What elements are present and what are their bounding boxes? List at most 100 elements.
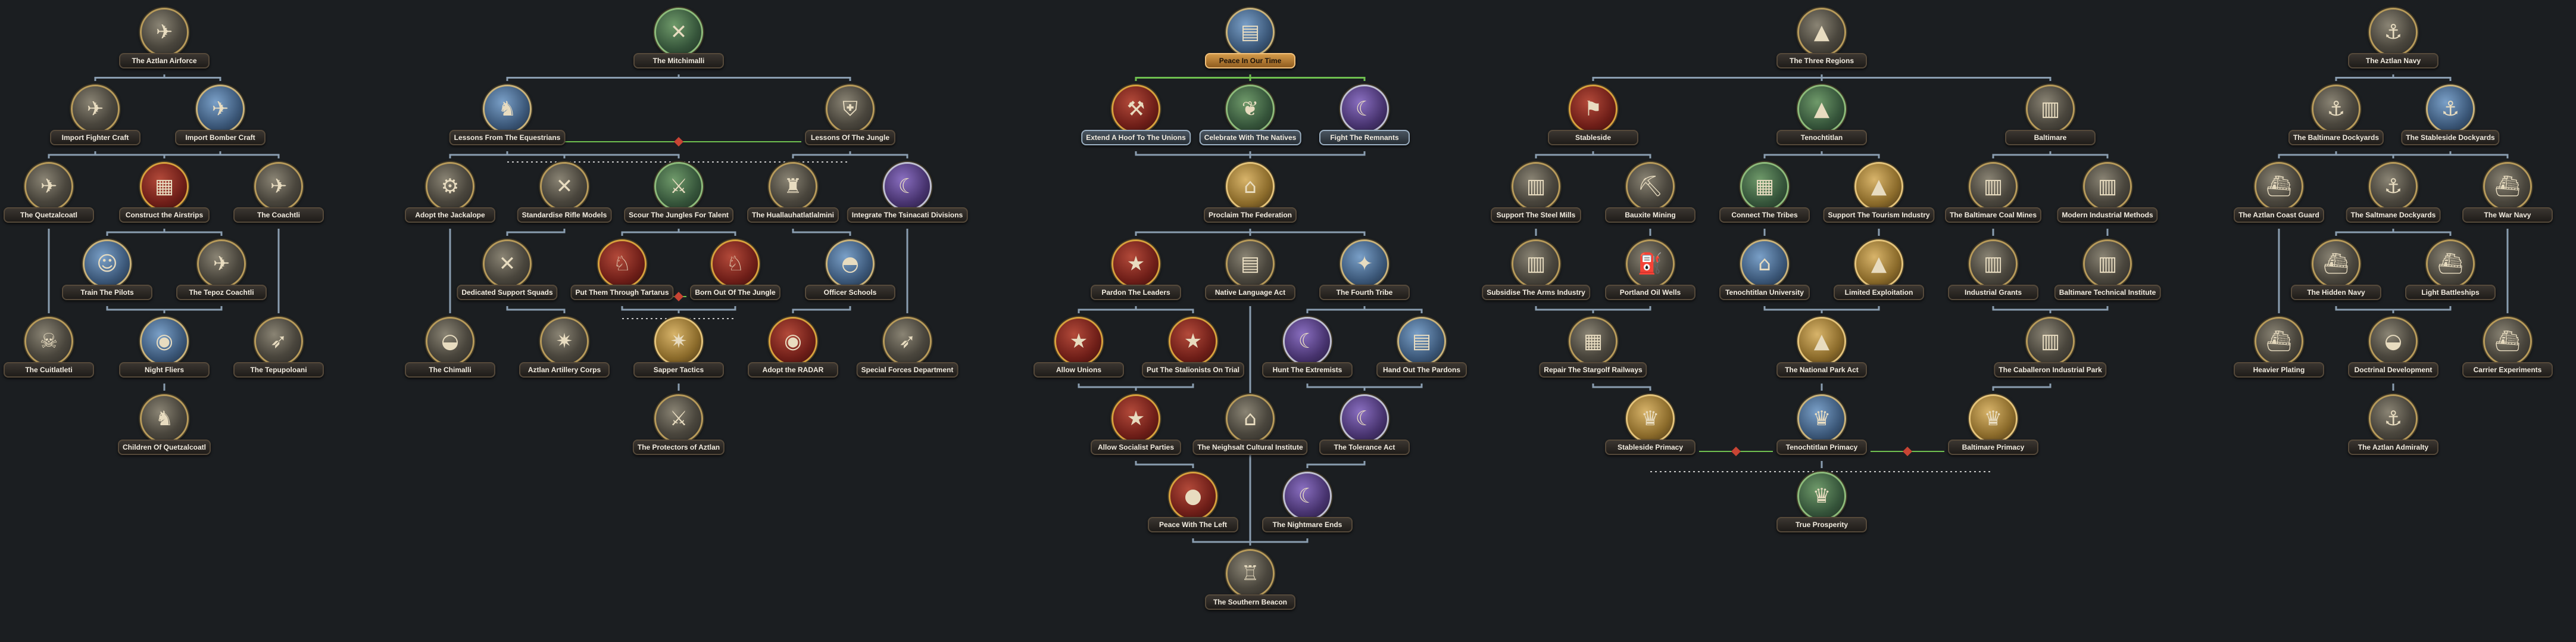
focus-sapper[interactable]: ✷Sapper Tactics [631, 313, 726, 385]
focus-bomber[interactable]: ✈Import Bomber Craft [173, 81, 268, 152]
focus-coalmines[interactable]: ▥The Baltimare Coal Mines [1946, 158, 2041, 230]
focus-equestrians[interactable]: ♞Lessons From The Equestrians [460, 81, 555, 152]
focus-prosperity[interactable]: ♛True Prosperity [1774, 468, 1869, 540]
focus-doctrinal[interactable]: ◒Doctrinal Development [2346, 313, 2441, 385]
focus-pilots[interactable]: ☺Train The Pilots [60, 236, 155, 307]
focus-fighter[interactable]: ✈Import Fighter Craft [48, 81, 143, 152]
focus-saltmane[interactable]: ⚓The Saltmane Dockyards [2346, 158, 2441, 230]
focus-plating[interactable]: ⛴Heavier Plating [2231, 313, 2327, 385]
focus-warnavy[interactable]: ⛴The War Navy [2460, 158, 2555, 230]
focus-tenochprimacy[interactable]: ♛Tenochtitlan Primacy [1774, 391, 1869, 462]
focus-beacon[interactable]: ♖The Southern Beacon [1203, 546, 1298, 617]
focus-indgrants[interactable]: ▥Industrial Grants [1946, 236, 2041, 307]
railway-icon: ▦ [1569, 317, 1618, 366]
focus-portland[interactable]: ⛽Portland Oil Wells [1603, 236, 1698, 307]
focus-scour[interactable]: ⚔Scour The Jungles For Talent [631, 158, 726, 230]
focus-stableside[interactable]: ⚑Stableside [1545, 81, 1641, 152]
focus-tolerance[interactable]: ☾The Tolerance Act [1317, 391, 1412, 462]
focus-children[interactable]: ♞Children Of Quetzalcoatl [117, 391, 212, 462]
focus-federation[interactable]: ⌂Proclaim The Federation [1203, 158, 1298, 230]
focus-peaceleft[interactable]: ●Peace With The Left [1145, 468, 1241, 540]
focus-label: Standardise Rifle Models [517, 207, 612, 223]
focus-admiralty[interactable]: ⚓The Aztlan Admiralty [2346, 391, 2441, 462]
anchor-icon: ⚓ [2369, 162, 2418, 211]
focus-limitedexp[interactable]: ▲Limited Exploitation [1831, 236, 1926, 307]
focus-tribes[interactable]: ▦Connect The Tribes [1717, 158, 1812, 230]
focus-natives[interactable]: ❦Celebrate With The Natives [1203, 81, 1298, 152]
focus-huallahuatl[interactable]: ♜The Huallauhatlatlalmini [745, 158, 841, 230]
focus-stalionists[interactable]: ★Put The Stalionists On Trial [1145, 313, 1241, 385]
focus-cuitlal[interactable]: ☠The Cuitlatleti [1, 313, 96, 385]
focus-allowunions[interactable]: ★Allow Unions [1031, 313, 1126, 385]
focus-label: The Protectors of Aztlan [633, 440, 725, 455]
focus-regions[interactable]: ▲The Three Regions [1774, 4, 1869, 76]
focus-pardon[interactable]: ★Pardon The Leaders [1088, 236, 1184, 307]
focus-peace[interactable]: ▤Peace In Our Time [1203, 4, 1298, 76]
focus-nativelang[interactable]: ▤Native Language Act [1203, 236, 1298, 307]
focus-jackalope[interactable]: ⚙Adopt the Jackalope [402, 158, 498, 230]
focus-tartarus[interactable]: ♘Put Them Through Tartarus [574, 236, 670, 307]
focus-railways[interactable]: ▦Repair The Stargolf Railways [1545, 313, 1641, 385]
focus-label: Night Fliers [119, 362, 210, 378]
factory-icon: ▥ [2083, 162, 2132, 211]
focus-label: The Caballeron Industrial Park [1994, 362, 2106, 378]
focus-airforce[interactable]: ✈The Aztlan Airforce [117, 4, 212, 76]
focus-baltidocks[interactable]: ⚓The Baltimare Dockyards [2288, 81, 2384, 152]
oil-icon: ⛽ [1626, 239, 1675, 288]
focus-mitch[interactable]: ✕The Mitchimalli [631, 4, 726, 76]
focus-label: The Aztlan Admiralty [2348, 440, 2438, 455]
focus-stablesideprimacy[interactable]: ♛Stableside Primacy [1603, 391, 1698, 462]
focus-specialforces[interactable]: ➶Special Forces Department [860, 313, 955, 385]
focus-remnants[interactable]: ☾Fight The Remnants [1317, 81, 1412, 152]
focus-modernind[interactable]: ▥Modern Industrial Methods [2060, 158, 2155, 230]
focus-tepoz[interactable]: ✈The Tepoz Coachtli [174, 236, 269, 307]
focus-tourism[interactable]: ▲Support The Tourism Industry [1831, 158, 1926, 230]
focus-hiddennavy[interactable]: ⛴The Hidden Navy [2288, 236, 2384, 307]
focus-chimalli[interactable]: ◒The Chimalli [402, 313, 498, 385]
crossed-rifles-icon: ✕ [540, 162, 589, 211]
focus-techinst[interactable]: ▥Baltimare Technical Institute [2060, 236, 2155, 307]
focus-extremists[interactable]: ☾Hunt The Extremists [1260, 313, 1355, 385]
focus-caballeron[interactable]: ▥The Caballeron Industrial Park [2003, 313, 2098, 385]
focus-carrier[interactable]: ⛴Carrier Experiments [2460, 313, 2555, 385]
focus-label: Hand Out The Pardons [1376, 362, 1467, 378]
focus-university[interactable]: ⌂Tenochtitlan University [1717, 236, 1812, 307]
focus-bornjungle[interactable]: ♘Born Out Of The Jungle [688, 236, 783, 307]
focus-protectors[interactable]: ⚔The Protectors of Aztlan [631, 391, 726, 462]
mine-icon: ✷ [654, 317, 703, 366]
star-icon: ★ [1054, 317, 1103, 366]
focus-support[interactable]: ✕Dedicated Support Squads [460, 236, 555, 307]
focus-bauxite[interactable]: ⛏Bauxite Mining [1603, 158, 1698, 230]
focus-radar[interactable]: ◉Adopt the RADAR [745, 313, 841, 385]
focus-officer[interactable]: ◓Officer Schools [803, 236, 898, 307]
focus-handout[interactable]: ▤Hand Out The Pardons [1374, 313, 1469, 385]
focus-baltiprimacy[interactable]: ♛Baltimare Primacy [1946, 391, 2041, 462]
focus-coachtli[interactable]: ✈The Coachtli [231, 158, 326, 230]
focus-label: Peace In Our Time [1205, 53, 1295, 68]
focus-nightfliers[interactable]: ◉Night Fliers [117, 313, 212, 385]
focus-navy[interactable]: ⚓The Aztlan Navy [2346, 4, 2441, 76]
focus-fourthtribe[interactable]: ✦The Fourth Tribe [1317, 236, 1412, 307]
focus-artillery[interactable]: ✷Aztlan Artillery Corps [517, 313, 612, 385]
focus-unions[interactable]: ⚒Extend A Hoof To The Unions [1088, 81, 1184, 152]
focus-tsinacati[interactable]: ☾Integrate The Tsinacati Divisions [860, 158, 955, 230]
focus-steelmills[interactable]: ▥Support The Steel Mills [1488, 158, 1584, 230]
focus-lightbb[interactable]: ⛴Light Battleships [2403, 236, 2498, 307]
focus-parkact[interactable]: ▲The National Park Act [1774, 313, 1869, 385]
focus-coastguard[interactable]: ⛴The Aztlan Coast Guard [2231, 158, 2327, 230]
fighter-plane-icon: ✈ [71, 85, 120, 133]
focus-airstrips[interactable]: ▦Construct the Airstrips [117, 158, 212, 230]
carrier-icon: ⛴ [2483, 317, 2532, 366]
focus-quetzal[interactable]: ✈The Quetzalcoatl [1, 158, 96, 230]
focus-tenochtitlan[interactable]: ▲Tenochtitlan [1774, 81, 1869, 152]
focus-tepupo[interactable]: ➶The Tepupoloani [231, 313, 326, 385]
focus-neighsalt[interactable]: ⌂The Neighsalt Cultural Institute [1203, 391, 1298, 462]
focus-armsind[interactable]: ▥Subsidise The Arms Industry [1488, 236, 1584, 307]
focus-nightmare[interactable]: ☾The Nightmare Ends [1260, 468, 1355, 540]
focus-baltimare[interactable]: ▥Baltimare [2003, 81, 2098, 152]
focus-rifles[interactable]: ✕Standardise Rifle Models [517, 158, 612, 230]
focus-socialist[interactable]: ★Allow Socialist Parties [1088, 391, 1184, 462]
focus-jungle[interactable]: ⛨Lessons Of The Jungle [803, 81, 898, 152]
focus-label: Bauxite Mining [1605, 207, 1696, 223]
focus-stabledocks[interactable]: ⚓The Stableside Dockyards [2403, 81, 2498, 152]
